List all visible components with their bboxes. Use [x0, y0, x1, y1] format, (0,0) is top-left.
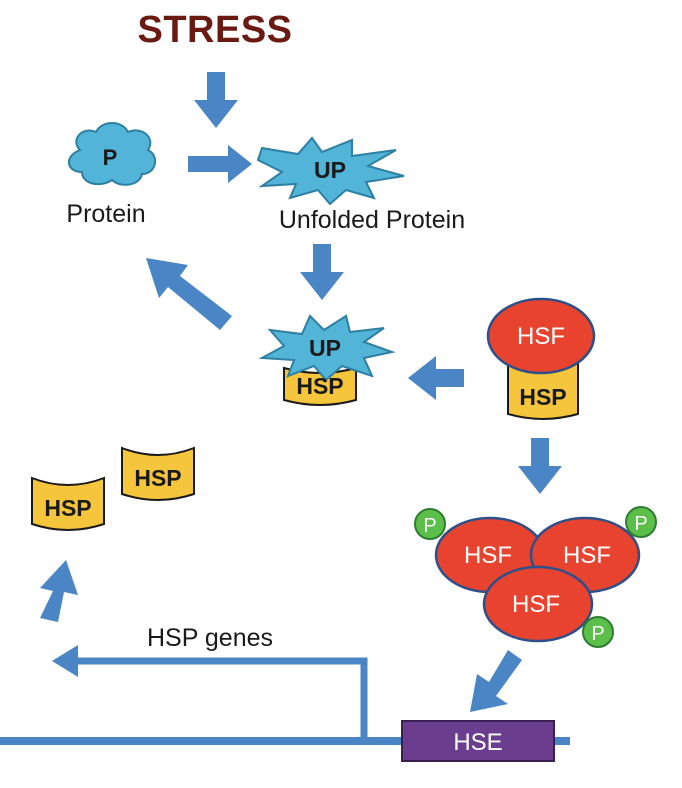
arrow-stress-down: [194, 72, 238, 128]
hsp-bottom-label: HSP: [519, 384, 566, 410]
hsf-hsp-complex: HSP HSF: [486, 297, 596, 420]
trimer-right-label: HSF: [563, 542, 611, 569]
title-stress: STRESS: [137, 9, 292, 51]
protein-symbol: P: [103, 145, 118, 170]
phosphate-top-left-label: P: [423, 515, 436, 537]
arrow-hsf-to-complex: [408, 356, 464, 400]
transcription-line: [70, 657, 368, 740]
phosphate-top-right-label: P: [634, 513, 647, 535]
up-hsp-complex: UP HSP: [258, 314, 396, 406]
free-hsp-right: HSP: [121, 446, 195, 501]
phosphate-bottom-right-label: P: [591, 623, 604, 645]
arrow-protein-to-unfolded: [188, 145, 252, 183]
hsf-trimer: HSF HSF HSF P P P: [414, 506, 657, 648]
complex-hsp-cup: [283, 366, 357, 406]
unfolded-protein-label: Unfolded Protein: [279, 206, 465, 234]
free-hsp-left-label: HSP: [44, 495, 91, 521]
phosphate-bottom-right: [582, 616, 614, 648]
free-hsp-right-label: HSP: [134, 465, 181, 491]
trimer-bottom-label: HSF: [512, 591, 560, 618]
arrow-unfolded-to-complex: [300, 244, 344, 300]
hse-box: [401, 720, 555, 762]
arrow-hsf-to-trimer: [518, 438, 562, 494]
free-hsp-left: HSP: [31, 476, 105, 531]
hse-element: HSE: [401, 720, 555, 762]
hse-label: HSE: [453, 729, 502, 756]
arrow-up-to-free-hsp: [40, 560, 78, 622]
hsf-top-label: HSF: [517, 323, 565, 350]
protein-label: Protein: [66, 200, 145, 228]
transcription-arrowhead: [52, 645, 78, 677]
phosphate-top-right: [625, 506, 657, 538]
phosphate-top-left: [414, 508, 446, 540]
complex-up-symbol: UP: [309, 335, 341, 361]
protein-cloud: P: [68, 122, 157, 186]
complex-hsp-label: HSP: [296, 373, 343, 399]
arrow-trimer-to-hse: [470, 650, 522, 712]
unfolded-protein-star: UP: [256, 136, 405, 206]
unfolded-symbol: UP: [314, 157, 346, 183]
hsp-genes-label: HSP genes: [147, 624, 273, 652]
hsf-top-ellipse: [486, 297, 596, 375]
trimer-bottom-ellipse: [482, 565, 594, 643]
complex-up-star: [258, 314, 396, 382]
arrow-complex-to-protein: [146, 258, 232, 330]
trimer-left-label: HSF: [464, 542, 512, 569]
